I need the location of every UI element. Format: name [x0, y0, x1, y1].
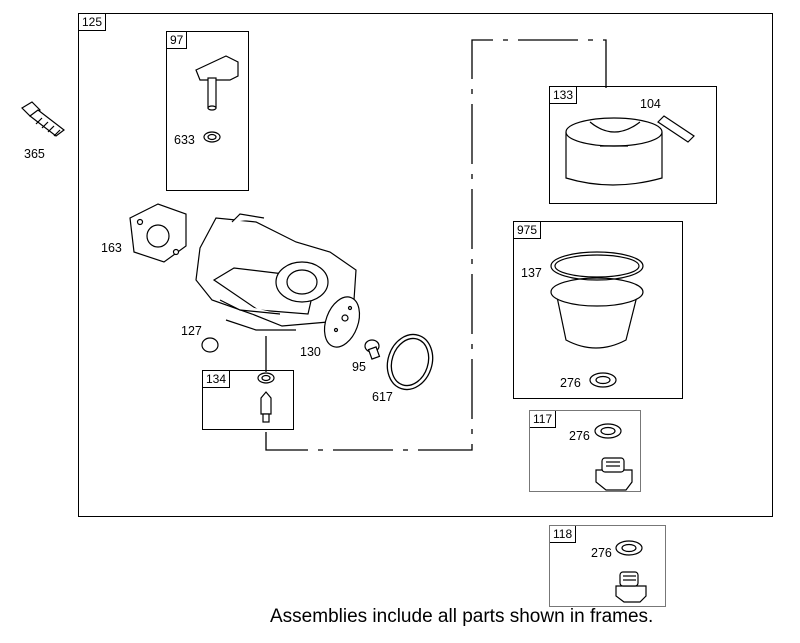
frame-117-label: 117: [530, 411, 557, 428]
part-number-276-c: 276: [591, 546, 612, 560]
part-number-137: 137: [521, 266, 542, 280]
screw-365-drawing: [21, 101, 65, 137]
part-number-127: 127: [181, 324, 202, 338]
part-number-633: 633: [174, 133, 195, 147]
frame-975-label: 975: [514, 222, 542, 239]
pin-104-drawing: [657, 115, 695, 143]
carburetor-body-drawing: [195, 213, 357, 331]
frame-118-label: 118: [550, 526, 577, 543]
needle-134-drawing: [257, 372, 275, 423]
frame-117: 117: [529, 410, 641, 492]
plug-127-drawing: [201, 337, 219, 353]
part-number-130: 130: [300, 345, 321, 359]
part-number-104: 104: [640, 97, 661, 111]
plate-130-drawing: [323, 296, 361, 348]
frame-125: 125: [78, 13, 773, 517]
frame-118: 118: [549, 525, 666, 607]
gasket-163-drawing: [129, 203, 187, 263]
frame-134: 134: [202, 370, 294, 430]
washer-276-drawing-a: [589, 372, 617, 388]
part-number-163: 163: [101, 241, 122, 255]
washer-276-drawing-b: [594, 423, 622, 439]
part-number-95: 95: [352, 360, 366, 374]
frame-133-label: 133: [550, 87, 578, 104]
frame-133: 133: [549, 86, 717, 204]
frame-125-label: 125: [79, 14, 107, 31]
frame-975: 975: [513, 221, 683, 399]
bowl-nut-117-drawing: [595, 457, 633, 491]
frame-97-label: 97: [167, 32, 188, 49]
bowl-nut-118-drawing: [615, 571, 647, 603]
bowl-137-drawing: [550, 251, 644, 349]
screw-95-drawing: [364, 339, 381, 360]
connector-line-lower: [265, 39, 607, 451]
diagram-caption: Assemblies include all parts shown in fr…: [270, 606, 654, 627]
o-ring-617-drawing: [386, 333, 434, 391]
part-number-276-a: 276: [560, 376, 581, 390]
float-arm-97-drawing: [195, 55, 239, 143]
float-133-drawing: [565, 117, 663, 186]
frame-134-label: 134: [203, 371, 231, 388]
part-number-365: 365: [24, 147, 45, 161]
washer-276-drawing-c: [615, 540, 643, 556]
part-number-617: 617: [372, 390, 393, 404]
frame-97: 97: [166, 31, 249, 191]
part-number-276-b: 276: [569, 429, 590, 443]
